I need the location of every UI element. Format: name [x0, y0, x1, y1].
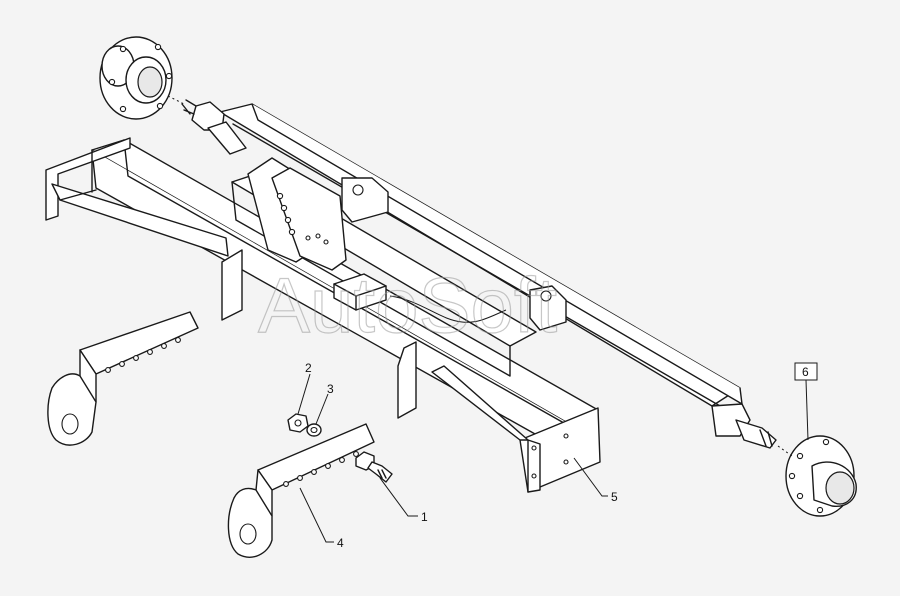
- bolt-part-1: [355, 451, 393, 483]
- wheel-hub-part-6: [777, 435, 857, 517]
- frame-end-plate-left: [45, 137, 229, 257]
- callout-label-6: 6: [802, 365, 809, 379]
- callout-label-2: 2: [305, 361, 312, 375]
- axle-clamp-left: [341, 177, 389, 223]
- callout-2: 2: [297, 361, 312, 415]
- frame-end-plate-right: [431, 365, 601, 493]
- gusset-bracket-mid: [397, 341, 417, 419]
- callout-label-1: 1: [421, 510, 428, 524]
- watermark-text: AutoSoft: [258, 261, 558, 349]
- axle-clamp-right: [529, 285, 567, 331]
- callout-label-3: 3: [327, 382, 334, 396]
- callout-4: 4: [299, 487, 344, 550]
- hitch-plate: [247, 157, 347, 271]
- callout-6: 6: [794, 362, 818, 441]
- callout-3: 3: [315, 382, 334, 425]
- callout-label-5: 5: [611, 490, 618, 504]
- washer-part-3: [306, 423, 322, 437]
- callout-box-6: [794, 362, 818, 381]
- callout-label-4: 4: [337, 536, 344, 550]
- hitch-strap-upper: [47, 311, 199, 446]
- nut-part-2: [287, 413, 309, 433]
- hitch-strap-part-4: [227, 423, 375, 558]
- callout-5: 5: [573, 457, 618, 504]
- gusset-bracket-left: [221, 249, 243, 321]
- callout-1: 1: [379, 477, 428, 524]
- wheel-hub-upper-left: [99, 36, 185, 120]
- junction-box: [333, 273, 507, 323]
